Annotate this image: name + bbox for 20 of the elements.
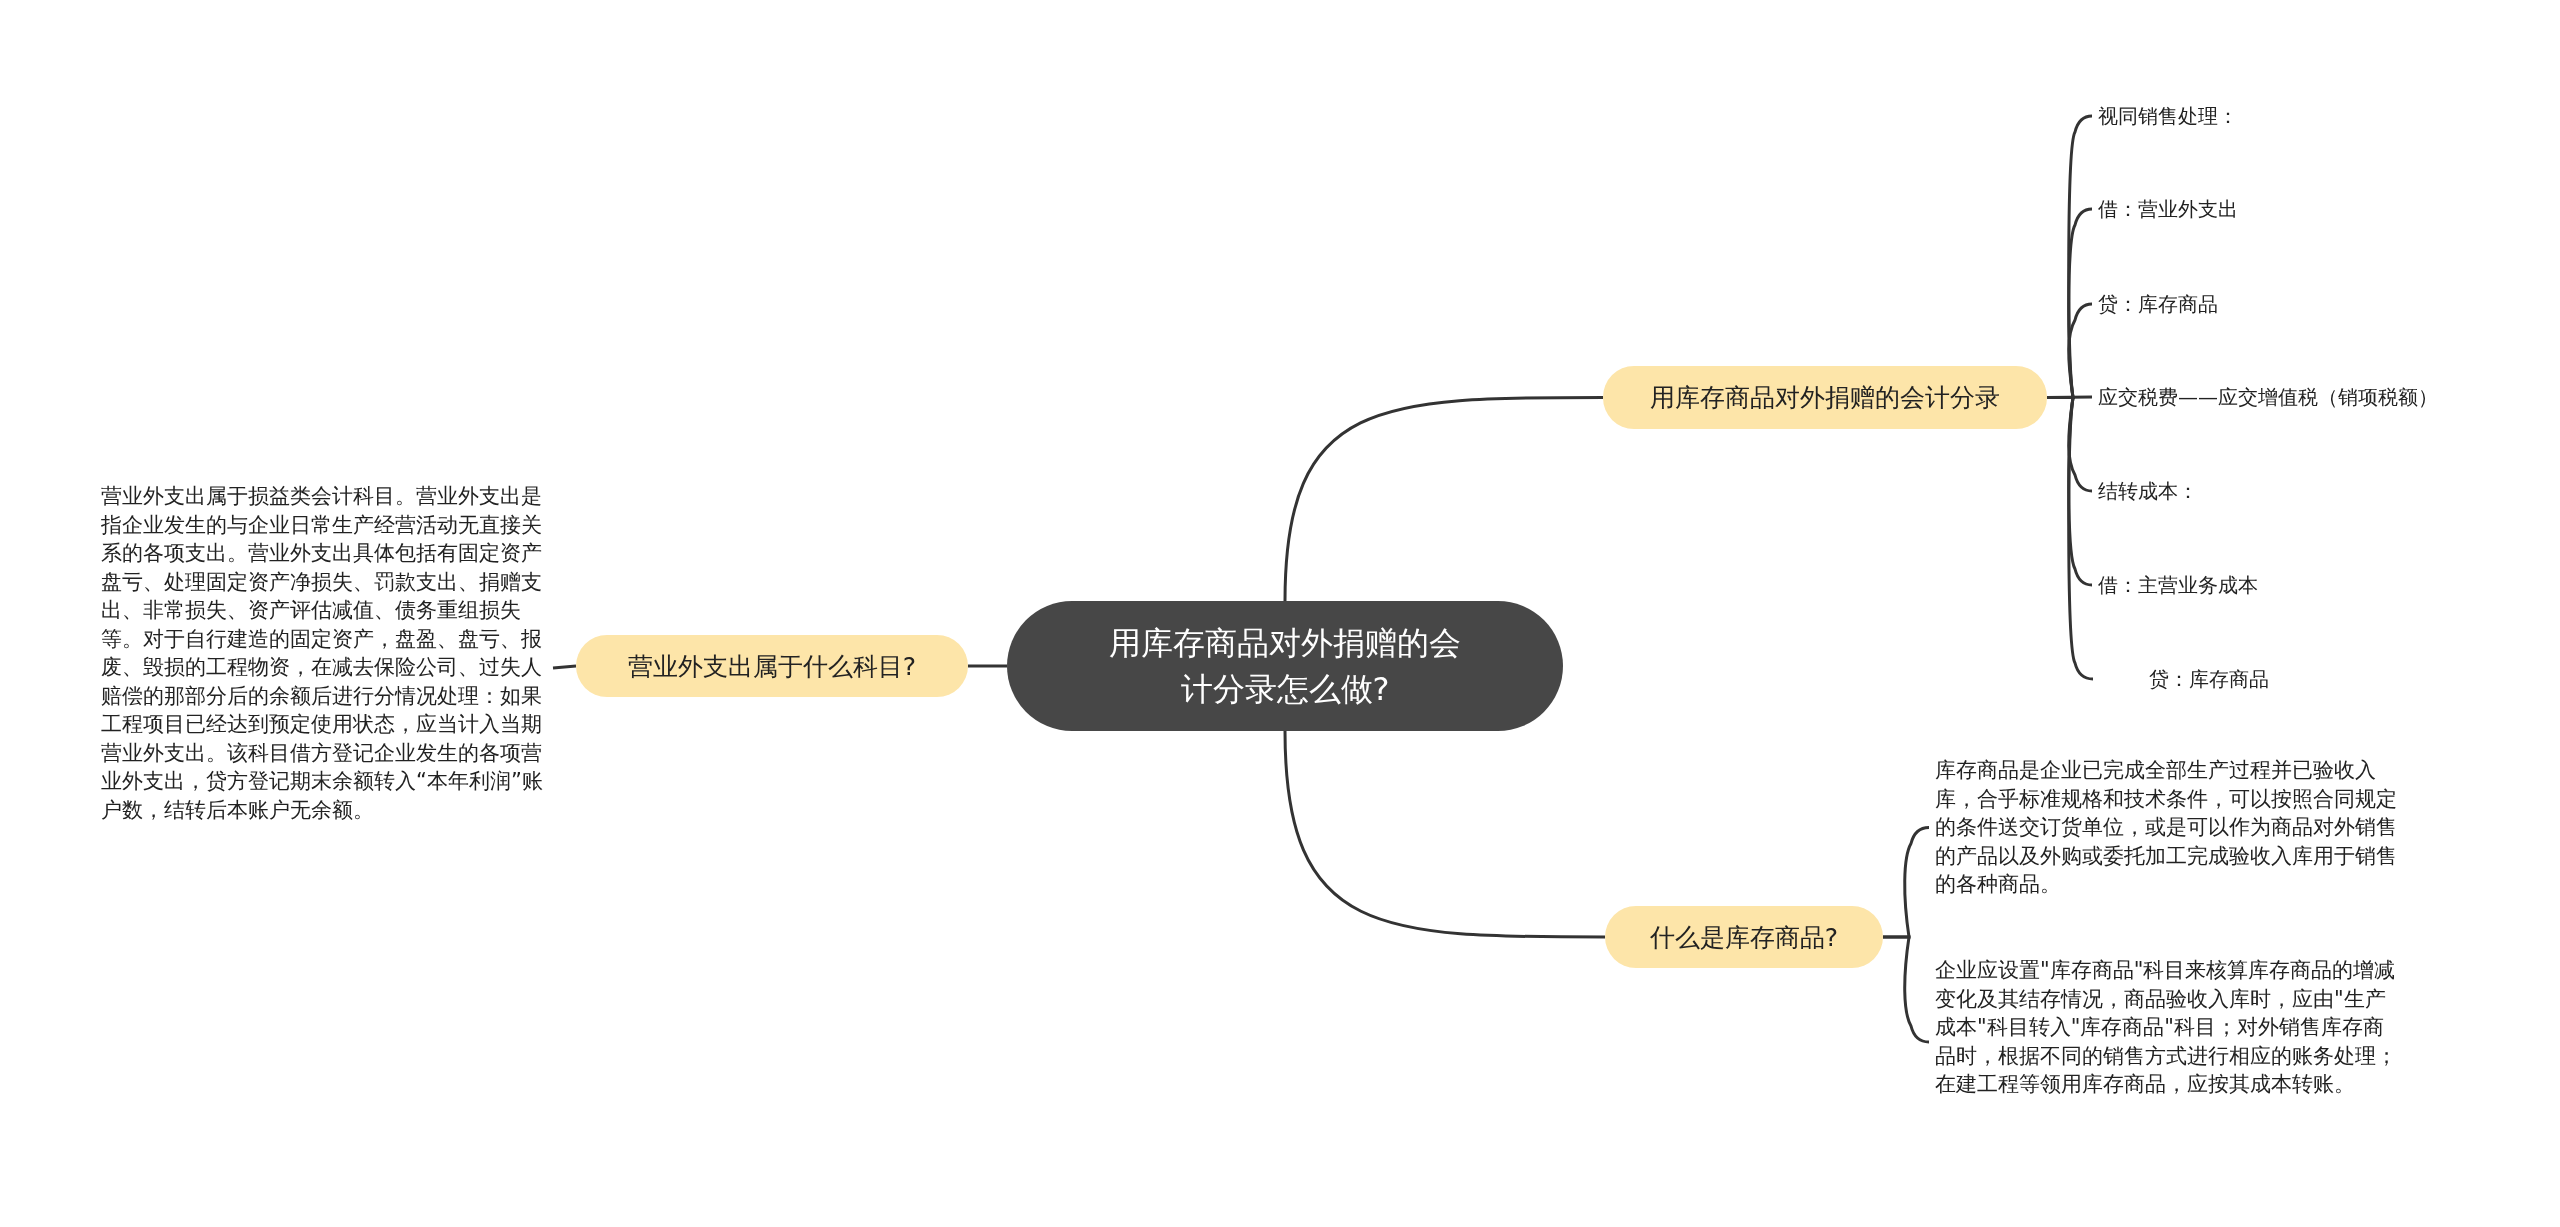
central-topic-box: 用库存商品对外捐赠的会计分录怎么做? — [1007, 601, 1563, 731]
leaf-text: 借：营业外支出 — [2098, 195, 2398, 223]
paragraph-text: 库存商品是企业已完成全部生产过程并已验收入库，合乎标准规格和技术条件，可以按照合同规定的条件送交订货单位，或是可以作为商品对外销售的产品以及外购或委托加工完成验收入库用于销售的各种商品。 — [1935, 756, 2403, 899]
leaf-text: 借：主营业务成本 — [2098, 571, 2398, 599]
leaf-text: 贷：库存商品 — [2149, 665, 2449, 693]
paragraph-text: 营业外支出属于损益类会计科目。营业外支出是指企业发生的与企业日常生产经营活动无直接关系的各项支出。营业外支出具体包括有固定资产盘亏、处理固定资产净损失、罚款支出、捐赠支出、非常损失、资产评估减值、债务重组损失等。对于自行建造的固定资产，盘盈、盘亏、报废、毁损的工程物资，在减去保险公司、过失人赔偿的那部分后的余额后进行分情况处理：如果工程项目已经达到预定使用状态，应当计入当期营业外支出。该科目借方登记企业发生的各项营业外支出，贷方登记期末余额转入“本年利润”账户数，结转后本账户无余额。 — [101, 482, 547, 824]
connector-line — [1883, 935, 1930, 1044]
leaf-text: 应交税费——应交增值税（销项税额） — [2098, 383, 2518, 411]
paragraph-text: 企业应设置"库存商品"科目来核算库存商品的增减变化及其结存情况，商品验收入库时，应由"生产成本"科目转入"库存商品"科目；对外销售库存商品时，根据不同的销售方式进行相应的账务处理；在建工程等领用库存商品，应按其成本转账。 — [1935, 956, 2403, 1099]
connector-line — [1283, 730, 1605, 939]
topic-box: 用库存商品对外捐赠的会计分录 — [1603, 366, 2047, 429]
leaf-text: 结转成本： — [2098, 477, 2398, 505]
leaf-text: 视同销售处理： — [2098, 102, 2398, 130]
connector-line — [1283, 396, 1603, 602]
connector-line — [2047, 396, 2094, 681]
topic-box: 营业外支出属于什么科目? — [576, 635, 968, 697]
leaf-text: 贷：库存商品 — [2098, 290, 2398, 318]
connector-line — [552, 664, 577, 670]
topic-box: 什么是库存商品? — [1605, 906, 1883, 968]
connector-line — [968, 664, 1007, 668]
